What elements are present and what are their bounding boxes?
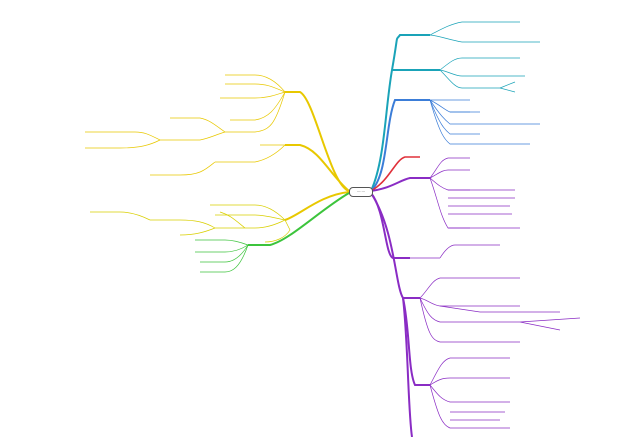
trunk-yellow [284, 91, 350, 221]
trunk-green [248, 192, 350, 246]
trunk-teal [370, 34, 440, 192]
trunk-blue [370, 99, 430, 192]
root-node: ······· [349, 187, 373, 197]
trunk-red [370, 156, 420, 192]
trunk-purple [370, 177, 430, 437]
